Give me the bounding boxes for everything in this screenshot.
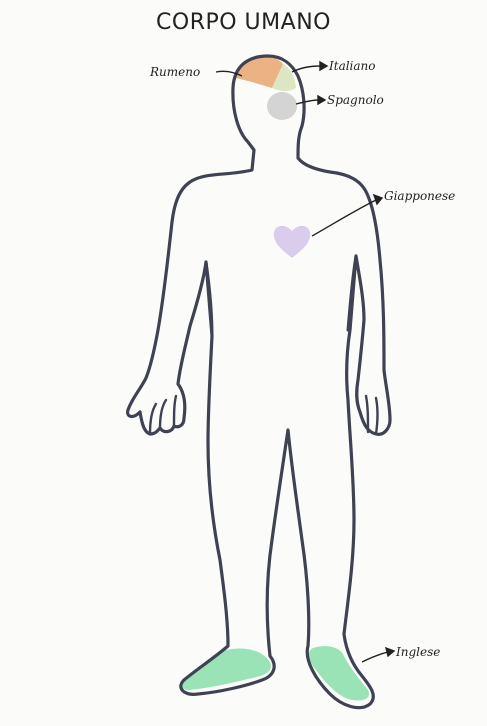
body-outline	[128, 56, 390, 708]
pointer-italian	[292, 62, 327, 72]
label-english: Inglese	[395, 645, 440, 659]
right-hand-fingers	[366, 396, 378, 434]
foot-region-english-left	[181, 649, 271, 691]
label-spanish: Spagnolo	[327, 93, 384, 107]
label-japanese: Giapponese	[384, 189, 455, 203]
pointer-spanish	[296, 96, 325, 104]
pointer-english	[362, 648, 394, 662]
left-arm-inner-line	[206, 262, 212, 336]
head-region-spanish	[267, 92, 297, 120]
heart-region-japanese	[274, 226, 311, 258]
label-romanian: Rumeno	[149, 65, 200, 79]
label-italian: Italiano	[328, 59, 376, 73]
